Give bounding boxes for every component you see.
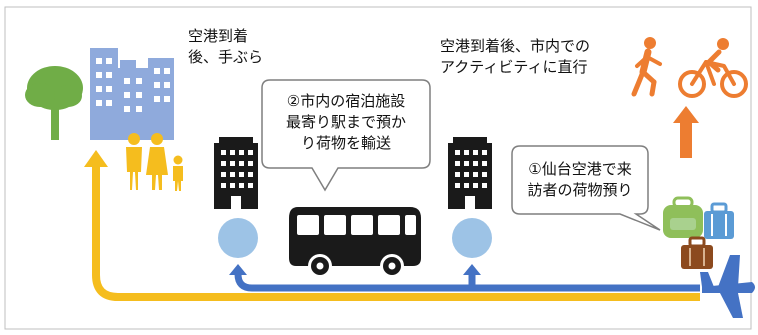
tree-icon — [25, 66, 83, 140]
station-circle-icon-right — [452, 218, 492, 258]
airplane-icon — [700, 255, 755, 318]
label-arrive-activity: 空港到着後、市内での アクティビティに直行 — [440, 36, 612, 78]
city-buildings-icon — [90, 48, 174, 140]
bus-icon — [289, 207, 421, 278]
bubble-line: 最寄り駅まで預か — [285, 113, 406, 131]
bubble-line: り荷物を輸送 — [300, 134, 391, 152]
orange-up-arrow — [673, 106, 699, 158]
label-line: 後、手ぶら — [188, 48, 264, 66]
label-arrive-hands-free: 空港到着 後、手ぶら — [188, 26, 272, 68]
walking-person-icon — [631, 37, 662, 97]
station-circle-icon-left — [218, 218, 258, 258]
suitcase-icon-blue — [704, 202, 734, 239]
cyclist-icon — [678, 38, 748, 98]
bubble-center-text: ②市内の宿泊施設 最寄り駅まで預か り荷物を輸送 — [264, 91, 428, 154]
yellow-arrowhead — [84, 150, 108, 167]
backpack-icon — [663, 196, 703, 238]
city-windows — [96, 58, 170, 112]
label-line: 空港到着後、市内での — [440, 37, 591, 55]
bubble-line: ①仙台空港で来 — [528, 160, 632, 178]
bubble-line: 訪者の荷物預り — [527, 181, 633, 199]
speech-bubble-right — [511, 145, 661, 231]
suitcase-icon-brown — [681, 236, 713, 269]
bubble-line: ②市内の宿泊施設 — [286, 92, 406, 110]
yellow-route-arrow — [92, 165, 700, 301]
label-line: アクティビティに直行 — [440, 58, 588, 76]
blue-arrowhead-left — [229, 264, 247, 275]
hotel-building-icon-left — [214, 137, 258, 209]
blue-arrowhead-right — [463, 264, 481, 275]
hotel-building-icon-right — [448, 137, 492, 209]
speech-bubble-center — [261, 79, 431, 192]
bubble-right-text: ①仙台空港で来 訪者の荷物預り — [514, 159, 646, 201]
family-icon — [126, 133, 183, 191]
label-line: 空港到着 — [188, 27, 249, 45]
